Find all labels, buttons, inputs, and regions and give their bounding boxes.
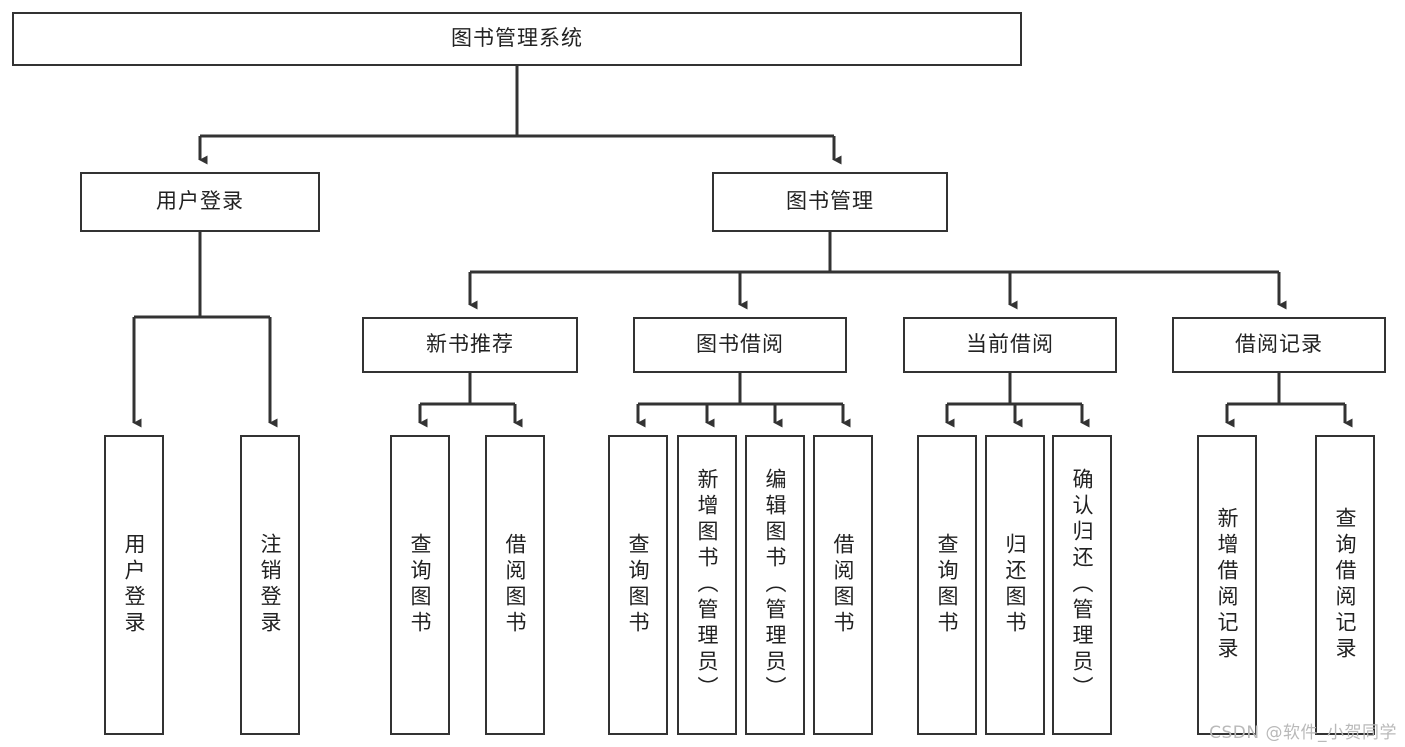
node-leaf-query-borrow-record-label: 查询借阅记录 <box>1333 507 1358 663</box>
node-leaf-query-book-3[interactable]: 查询图书 <box>917 435 977 735</box>
node-leaf-logout-login-label: 注销登录 <box>258 533 283 637</box>
node-borrow-record[interactable]: 借阅记录 <box>1172 317 1386 373</box>
node-leaf-logout-login[interactable]: 注销登录 <box>240 435 300 735</box>
node-book-borrow[interactable]: 图书借阅 <box>633 317 847 373</box>
node-leaf-query-book-1-label: 查询图书 <box>408 533 433 637</box>
node-leaf-add-borrow-record[interactable]: 新增借阅记录 <box>1197 435 1257 735</box>
node-leaf-borrow-book-1[interactable]: 借阅图书 <box>485 435 545 735</box>
node-leaf-borrow-book-1-label: 借阅图书 <box>503 533 528 637</box>
node-leaf-add-borrow-record-label: 新增借阅记录 <box>1215 507 1240 663</box>
node-leaf-confirm-return-admin[interactable]: 确认归还（管理员） <box>1052 435 1112 735</box>
node-leaf-query-book-2[interactable]: 查询图书 <box>608 435 668 735</box>
node-new-book-recommend-label: 新书推荐 <box>426 332 514 357</box>
node-book-manage[interactable]: 图书管理 <box>712 172 948 232</box>
node-leaf-confirm-return-admin-label: 确认归还（管理员） <box>1070 468 1095 702</box>
node-new-book-recommend[interactable]: 新书推荐 <box>362 317 578 373</box>
node-book-manage-label: 图书管理 <box>786 189 874 214</box>
node-leaf-return-book-label: 归还图书 <box>1003 533 1028 637</box>
node-leaf-borrow-book-2-label: 借阅图书 <box>831 533 856 637</box>
node-leaf-query-book-2-label: 查询图书 <box>626 533 651 637</box>
node-leaf-borrow-book-2[interactable]: 借阅图书 <box>813 435 873 735</box>
node-current-borrow-label: 当前借阅 <box>966 332 1054 357</box>
node-leaf-edit-book-admin[interactable]: 编辑图书（管理员） <box>745 435 805 735</box>
node-leaf-add-book-admin[interactable]: 新增图书（管理员） <box>677 435 737 735</box>
node-root-system[interactable]: 图书管理系统 <box>12 12 1022 66</box>
node-leaf-user-login-label: 用户登录 <box>122 533 147 637</box>
node-leaf-return-book[interactable]: 归还图书 <box>985 435 1045 735</box>
node-leaf-query-book-3-label: 查询图书 <box>935 533 960 637</box>
node-leaf-edit-book-admin-label: 编辑图书（管理员） <box>763 468 788 702</box>
node-book-borrow-label: 图书借阅 <box>696 332 784 357</box>
node-current-borrow[interactable]: 当前借阅 <box>903 317 1117 373</box>
node-leaf-add-book-admin-label: 新增图书（管理员） <box>695 468 720 702</box>
watermark-text: CSDN @软件_小贺同学 <box>1209 723 1397 743</box>
node-user-login[interactable]: 用户登录 <box>80 172 320 232</box>
node-leaf-query-borrow-record[interactable]: 查询借阅记录 <box>1315 435 1375 735</box>
node-root-label: 图书管理系统 <box>451 26 583 51</box>
node-leaf-user-login[interactable]: 用户登录 <box>104 435 164 735</box>
node-borrow-record-label: 借阅记录 <box>1235 332 1323 357</box>
node-leaf-query-book-1[interactable]: 查询图书 <box>390 435 450 735</box>
node-user-login-label: 用户登录 <box>156 189 244 214</box>
